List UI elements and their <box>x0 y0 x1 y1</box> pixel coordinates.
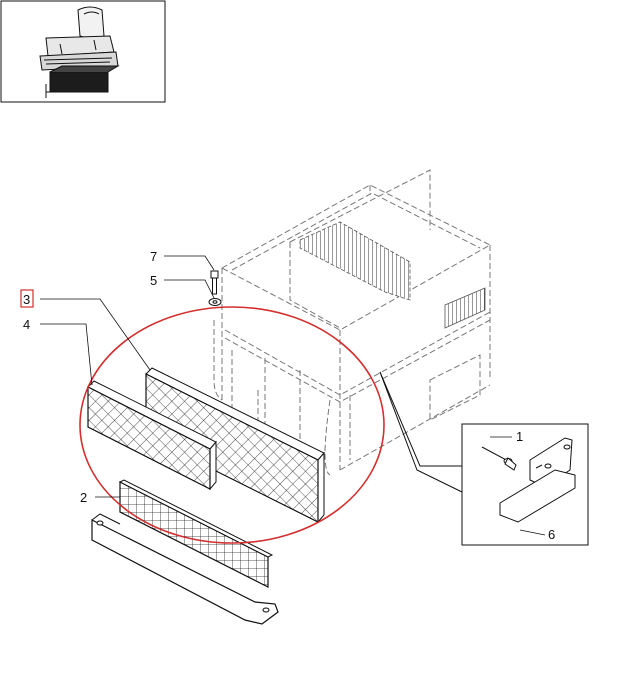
hinge-bracket-part <box>499 437 576 523</box>
highlight-ellipse <box>79 306 385 544</box>
callout-6[interactable]: 6 <box>548 527 555 542</box>
callout-2[interactable]: 2 <box>80 490 87 505</box>
callout-7[interactable]: 7 <box>150 249 157 264</box>
seat-thumbnail-icon <box>39 6 120 98</box>
leader-5 <box>164 279 215 299</box>
callout-4[interactable]: 4 <box>23 317 30 332</box>
grille-part <box>91 479 279 625</box>
leader-lines <box>40 255 546 536</box>
bolt-part <box>210 270 219 295</box>
seat-thumbnail <box>0 0 166 103</box>
washer-part <box>208 298 222 306</box>
leader-3 <box>40 298 151 371</box>
leader-6 <box>519 529 546 536</box>
rivet-part <box>481 446 517 471</box>
internal-vent <box>299 221 486 329</box>
leader-4 <box>40 323 93 386</box>
callout-3[interactable]: 3 <box>23 292 30 307</box>
callout-5[interactable]: 5 <box>150 273 157 288</box>
leader-7 <box>164 255 215 271</box>
selected-callout-box <box>20 289 34 308</box>
callout-1[interactable]: 1 <box>516 429 523 444</box>
filter-front <box>87 380 217 491</box>
